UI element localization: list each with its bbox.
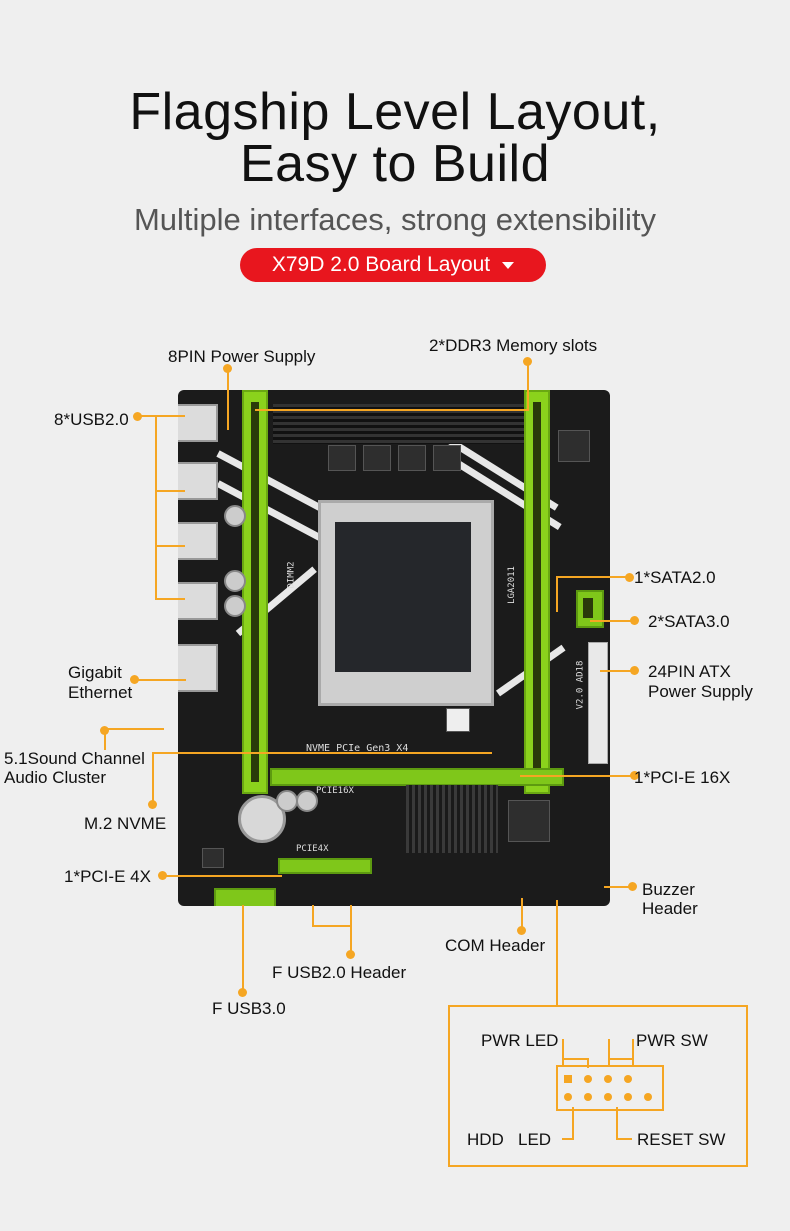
front-panel-header-box [448,1005,748,1167]
caret-down-icon [502,261,515,269]
chipset-heatsink [406,785,498,853]
label-atx24-line2: Power Supply [648,682,753,701]
nvme-silkscreen: NVME PCIe Gen3 X4 [306,743,409,754]
label-ethernet-line2: Ethernet [68,683,133,702]
fp-label-pwr-sw: PWR SW [636,1031,708,1050]
version-silkscreen: V2.0 AD18 [575,660,586,710]
pcie-16x-slot [270,768,564,786]
label-fusb3: F USB3.0 [212,999,286,1018]
dimm-slot-2 [524,390,550,794]
lga-silkscreen: LGA2011 [506,566,517,604]
label-com-header: COM Header [445,936,546,955]
label-buzzer-line2: Header [642,899,698,918]
dimm-slot-1 [242,390,268,794]
label-sata3: 2*SATA3.0 [648,612,730,631]
fp-label-reset-sw: RESET SW [637,1130,726,1149]
badge-label: X79D 2.0 Board Layout [271,253,491,276]
board-layout-badge: X79D 2.0 Board Layout [240,248,546,282]
title-line-2: Easy to Build [240,135,550,193]
cpu-socket-core [335,522,471,672]
label-pcie4: 1*PCI-E 4X [64,867,151,886]
fp-label-hdd-led: HDD LED [467,1130,552,1149]
fp-label-pwr-led: PWR LED [481,1031,559,1050]
label-buzzer-line1: Buzzer [642,880,695,899]
label-m2: M.2 NVME [84,814,167,833]
label-usb2: 8*USB2.0 [54,410,129,429]
label-audio-line1: 5.1Sound Channel [4,749,145,768]
label-pcie16: 1*PCI-E 16X [634,768,731,787]
label-audio-line2: Audio Cluster [4,768,107,787]
title-line-1: Flagship Level Layout, [129,83,661,141]
pcie4-silkscreen: PCIE4X [296,844,329,854]
front-panel-connector [556,1065,664,1111]
label-atx24-line1: 24PIN ATX [648,662,731,681]
sata3-port-inner [583,598,593,618]
subtitle: Multiple interfaces, strong extensibilit… [133,202,657,237]
usb3-header [214,888,276,906]
atx24-connector [588,642,608,764]
label-fusb2: F USB2.0 Header [272,963,407,982]
dimm-silkscreen: DIMM2 [286,561,297,589]
label-ddr3-slots: 2*DDR3 Memory slots [429,336,598,355]
label-sata2: 1*SATA2.0 [634,568,716,587]
pcie16-silkscreen: PCIE16X [316,786,354,796]
motherboard-image: DIMM2 LGA2011 NVME PCIe Gen3 X4 PCIE16X … [178,390,610,906]
label-ethernet-line1: Gigabit [68,663,122,682]
pcie-4x-slot [278,858,372,874]
label-8pin-power: 8PIN Power Supply [168,347,316,366]
